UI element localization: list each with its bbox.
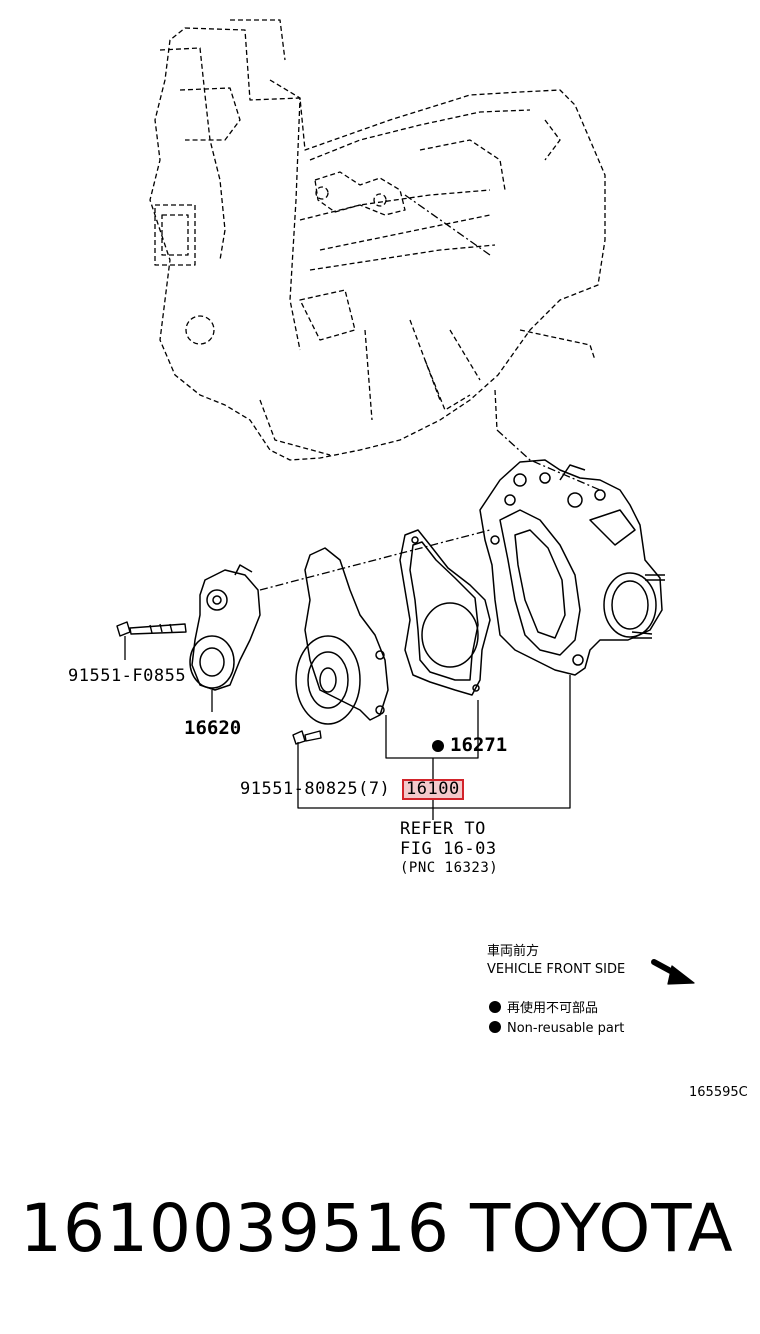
callout-gasket-label: 16271 (450, 734, 508, 756)
alignment-line (404, 194, 491, 256)
legend-nonreuse-en: Non-reusable part (507, 1021, 625, 1036)
footer-part-number: 1610039516 (20, 1190, 450, 1267)
alignment-line (496, 429, 601, 491)
legend-front-en: VEHICLE FRONT SIDE (487, 962, 626, 977)
leader-lines (124, 636, 571, 820)
non-reusable-dot-icon (489, 1021, 501, 1033)
callout-tensioner-assy[interactable]: 16620 (184, 717, 242, 739)
refer-line-1: REFER TO (400, 819, 486, 839)
non-reusable-dot-icon (432, 740, 444, 752)
gasket (399, 529, 491, 696)
idler-pulley (295, 547, 389, 725)
alignment-line (259, 529, 491, 591)
bolt-pump (292, 730, 322, 745)
belt-tensioner (189, 564, 261, 691)
refer-line-2[interactable]: FIG 16-03 (400, 839, 497, 859)
callout-gasket[interactable]: 16271 (432, 736, 507, 755)
footer-brand: TOYOTA (470, 1190, 734, 1267)
legend-nonreuse-en-row: Non-reusable part (489, 1021, 624, 1035)
callout-bolt-tensioner[interactable]: 91551-F0855 (68, 666, 187, 686)
figure-code: 165595C (689, 1085, 748, 1100)
callout-water-pump-assy[interactable]: 16100 (402, 779, 464, 800)
refer-line-3: (PNC 16323) (400, 860, 499, 876)
legend-nonreuse-jp: 再使用不可部品 (507, 1001, 599, 1016)
engine-block-outline (149, 19, 606, 461)
bolt-tensioner (116, 621, 187, 637)
legend-nonreuse-jp-row: 再使用不可部品 (489, 1001, 598, 1015)
water-pump-housing (479, 459, 665, 676)
front-arrow-icon (651, 959, 695, 985)
non-reusable-dot-icon (489, 1001, 501, 1013)
legend-front-jp: 車両前方 (487, 944, 540, 959)
callout-bolt-pump[interactable]: 91551-80825(7) (240, 779, 391, 799)
